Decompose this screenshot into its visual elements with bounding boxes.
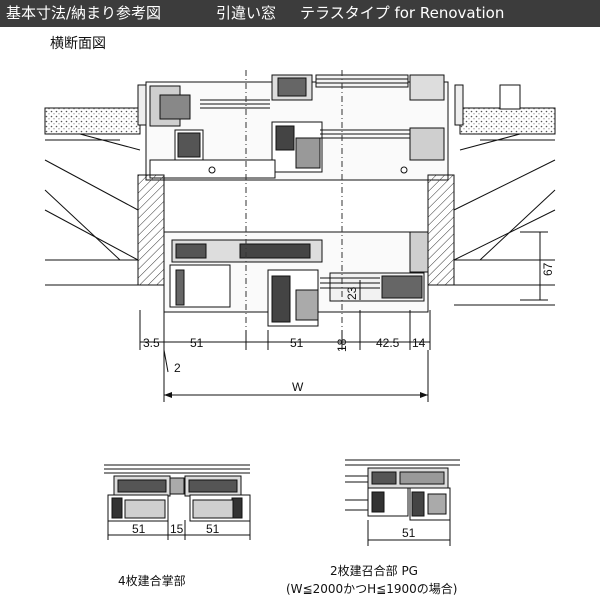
wall-diagonals <box>44 159 556 306</box>
dim-3-5: 3.5 <box>143 336 160 350</box>
dim-b-51-a: 51 <box>132 522 146 536</box>
right-jamb-hatch <box>427 174 455 286</box>
dim-b-15: 15 <box>170 522 184 536</box>
detail-four-panel-dims <box>107 520 251 540</box>
title-window-type: 引違い窓 <box>216 4 277 22</box>
arrow-left <box>164 392 172 398</box>
title-bar: 基本寸法/納まり参考図 引違い窓 テラスタイプ for Renovation <box>0 0 600 27</box>
title-series: テラスタイプ for Renovation <box>300 4 505 22</box>
detail-four-panel <box>104 464 251 522</box>
wall-right-top <box>454 84 556 151</box>
dim-42-5: 42.5 <box>376 336 400 350</box>
dim-18: 18 <box>335 338 349 352</box>
sill-frame <box>163 231 429 327</box>
dimension-lines <box>139 231 548 402</box>
detail-two-panel <box>345 459 460 521</box>
dim-b-51-b: 51 <box>206 522 220 536</box>
arrow-right <box>420 392 428 398</box>
dim-23: 23 <box>345 286 359 300</box>
dim-51-b: 51 <box>290 336 304 350</box>
section-title: 横断面図 <box>50 36 106 52</box>
dim-2: 2 <box>174 361 181 375</box>
dim-14: 14 <box>412 336 426 350</box>
caption-four-panel: 4枚建合掌部 <box>118 574 186 588</box>
dim-c-51: 51 <box>402 526 416 540</box>
head-frame <box>145 74 449 181</box>
dim-w: W <box>292 380 304 394</box>
wall-left-top <box>44 84 147 151</box>
left-jamb-hatch <box>137 174 165 286</box>
detail-two-panel-dims <box>367 520 451 546</box>
title-main: 基本寸法/納まり参考図 <box>6 4 162 22</box>
caption-two-panel: 2枚建召合部 PG <box>330 564 418 578</box>
dim-67: 67 <box>541 262 555 276</box>
dim-51-a: 51 <box>190 336 204 350</box>
caption-two-panel-note: (W≦2000かつH≦1900の場合) <box>286 582 458 596</box>
